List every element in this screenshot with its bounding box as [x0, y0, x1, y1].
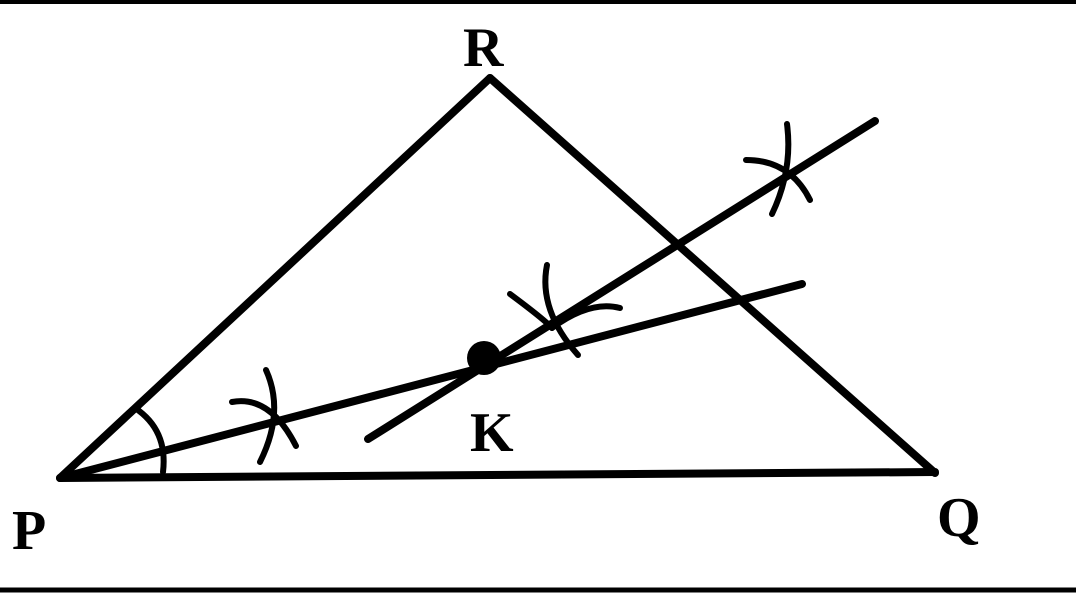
arc-1b — [229, 398, 299, 449]
arc-2a — [542, 262, 581, 358]
side-pr — [56, 74, 494, 482]
construction-arcs-3 — [743, 121, 813, 217]
construction-arcs-1 — [229, 367, 299, 465]
point-k-dot — [467, 341, 501, 375]
bisector-angle-q — [364, 117, 879, 443]
vertex-label-q: Q — [937, 487, 981, 549]
vertex-label-p: P — [12, 500, 47, 562]
arc-3b — [743, 157, 813, 203]
point-label-k: K — [470, 402, 514, 464]
bisector-angle-p — [56, 280, 806, 482]
construction-arcs-2 — [507, 262, 623, 358]
side-pq — [56, 468, 939, 482]
vertex-label-r: R — [463, 17, 504, 79]
side-rq — [486, 74, 939, 477]
arc-2c — [549, 303, 623, 331]
angle-arc-p — [132, 405, 167, 475]
triangle-pqr — [56, 74, 939, 482]
